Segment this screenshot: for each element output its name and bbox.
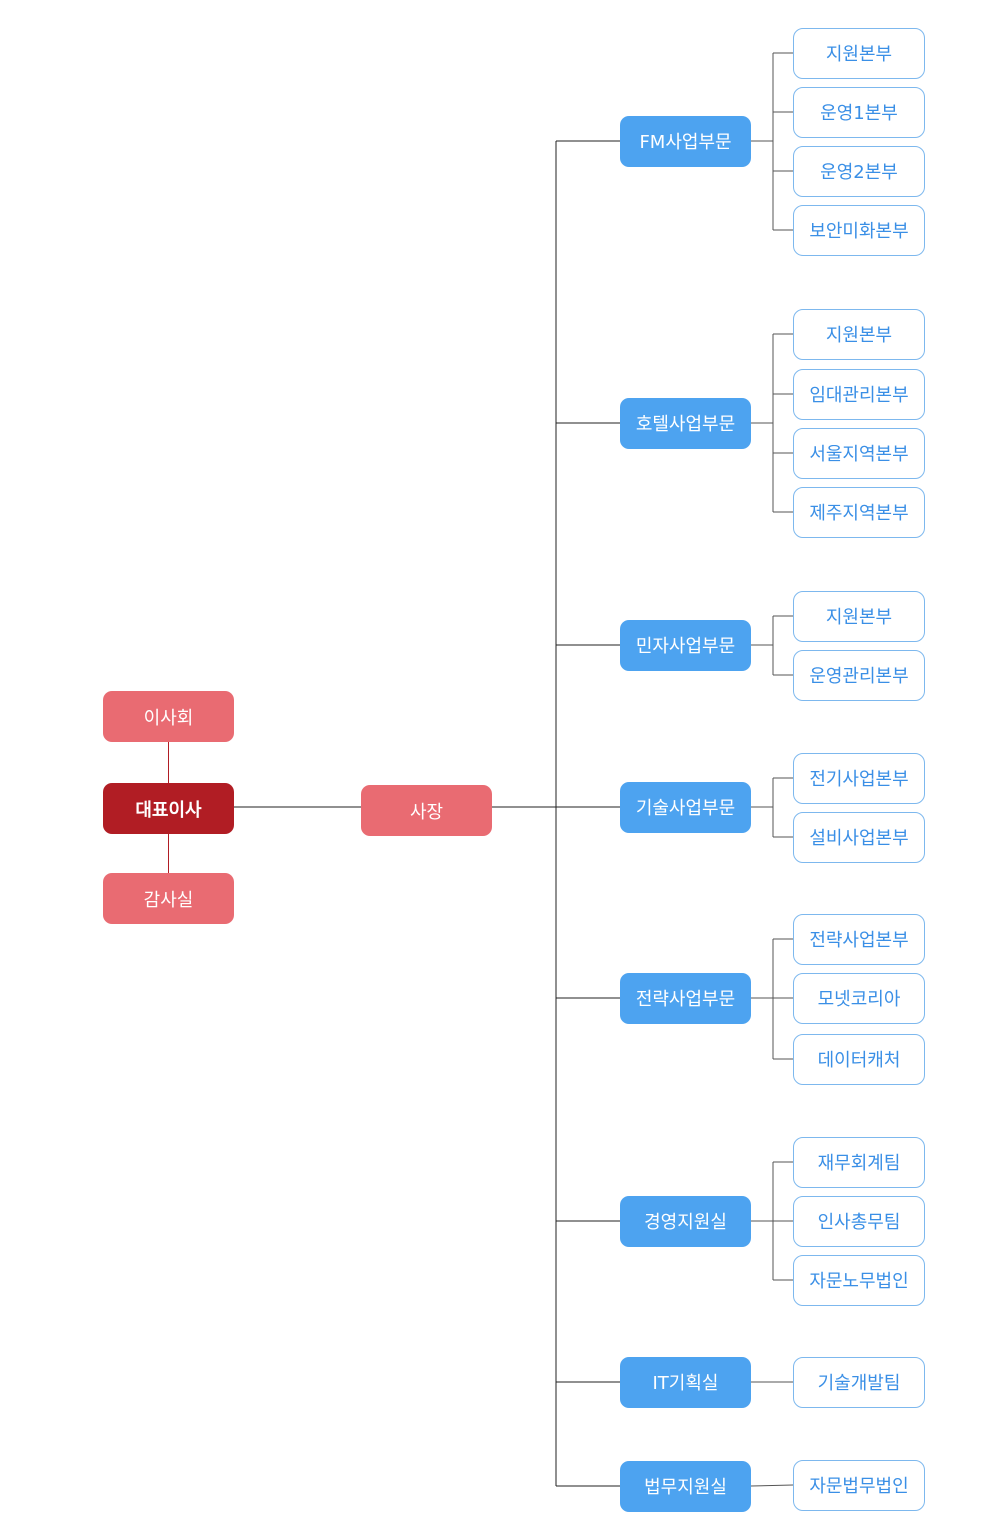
unit-box: 모넷코리아 bbox=[793, 972, 925, 1024]
unit-box: 보안미화본부 bbox=[793, 204, 925, 256]
unit-box: 지원본부 bbox=[793, 590, 925, 642]
unit-box: 자문노무법인 bbox=[793, 1254, 925, 1306]
unit-box: 운영1본부 bbox=[793, 86, 925, 138]
unit-box: 재무회계팀 bbox=[793, 1136, 925, 1188]
president-box: 사장 bbox=[361, 785, 492, 836]
unit-box: 지원본부 bbox=[793, 308, 925, 360]
unit-box: 자문법무법인 bbox=[793, 1459, 925, 1511]
unit-box: 데이터캐처 bbox=[793, 1033, 925, 1085]
division-box: 법무지원실 bbox=[620, 1460, 751, 1512]
unit-box: 운영관리본부 bbox=[793, 649, 925, 701]
unit-box: 운영2본부 bbox=[793, 145, 925, 197]
division-box: 호텔사업부문 bbox=[620, 397, 751, 449]
unit-box: 서울지역본부 bbox=[793, 427, 925, 479]
unit-branch-line bbox=[750, 1484, 794, 1487]
division-box: IT기획실 bbox=[620, 1356, 751, 1408]
division-box: 경영지원실 bbox=[620, 1195, 751, 1247]
unit-box: 인사총무팀 bbox=[793, 1195, 925, 1247]
audit-box: 감사실 bbox=[103, 873, 234, 924]
unit-box: 지원본부 bbox=[793, 27, 925, 79]
division-box: 민자사업부문 bbox=[620, 619, 751, 671]
unit-box: 기술개발팀 bbox=[793, 1356, 925, 1408]
ceo-box: 대표이사 bbox=[103, 783, 234, 834]
division-box: FM사업부문 bbox=[620, 115, 751, 167]
board-box: 이사회 bbox=[103, 691, 234, 742]
unit-box: 설비사업본부 bbox=[793, 811, 925, 863]
division-box: 기술사업부문 bbox=[620, 781, 751, 833]
unit-box: 임대관리본부 bbox=[793, 368, 925, 420]
unit-box: 제주지역본부 bbox=[793, 486, 925, 538]
unit-box: 전기사업본부 bbox=[793, 752, 925, 804]
division-box: 전략사업부문 bbox=[620, 972, 751, 1024]
unit-box: 전략사업본부 bbox=[793, 913, 925, 965]
